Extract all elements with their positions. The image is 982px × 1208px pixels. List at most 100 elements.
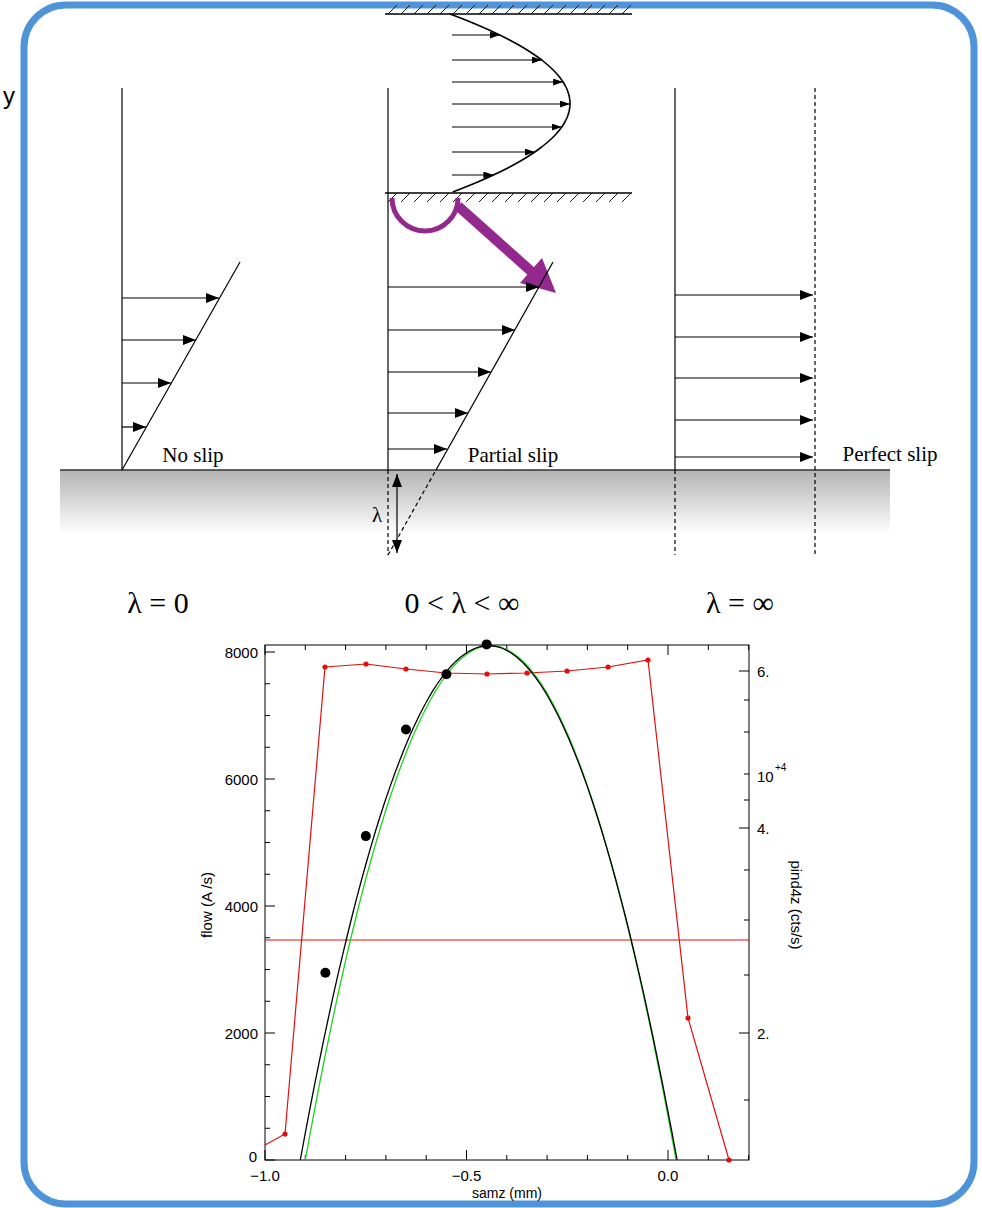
intensity-point — [484, 671, 489, 676]
fit-curve — [305, 646, 676, 1160]
flow-point — [441, 669, 451, 679]
channel-flow — [570, 5, 579, 14]
tick-label: 6000 — [225, 772, 258, 787]
wall-ground — [60, 470, 890, 534]
channel-flow — [518, 193, 527, 202]
slip-condition: λ = ∞ — [706, 588, 774, 618]
partial-slip-profile — [388, 448, 447, 449]
axis-tick — [744, 800, 749, 801]
flow-point — [482, 639, 492, 649]
channel-flow — [452, 60, 542, 61]
channel-flow — [570, 193, 579, 202]
perfect-slip-profile — [814, 88, 815, 555]
channel-flow — [466, 193, 475, 202]
channel-flow — [388, 5, 631, 202]
axis-tick — [265, 969, 270, 970]
channel-flow — [609, 5, 618, 14]
axis-tick — [265, 645, 749, 1160]
tick-label: 6. — [757, 664, 770, 679]
perfect-slip-profile — [675, 336, 813, 337]
flow-point — [401, 725, 411, 735]
channel-flow — [453, 5, 462, 14]
axis-tick — [748, 645, 749, 650]
axis-tick — [265, 715, 270, 716]
axis-tick — [744, 774, 749, 775]
axis-tick — [708, 645, 709, 650]
axis-tick — [265, 779, 275, 780]
axis-tick — [265, 1160, 275, 1161]
channel-flow — [583, 193, 592, 202]
intensity-point — [685, 1015, 690, 1020]
channel-flow — [388, 5, 397, 14]
channel-flow — [452, 104, 570, 105]
channel-flow — [596, 193, 605, 202]
wall-ground — [60, 470, 890, 534]
axis-tick — [426, 1155, 427, 1160]
axis-tick — [668, 645, 669, 655]
channel-flow — [466, 5, 475, 14]
slip-length-symbol: λ — [372, 505, 382, 526]
channel-flow — [557, 193, 566, 202]
axis-tick — [744, 920, 749, 921]
axis-tick — [265, 1128, 270, 1129]
no-slip-profile — [122, 426, 146, 427]
axis-tick — [547, 645, 548, 650]
tick-label: 4000 — [225, 899, 258, 914]
channel-flow — [492, 5, 501, 14]
channel-flow — [385, 13, 632, 14]
channel-flow — [544, 193, 553, 202]
channel-flow — [452, 127, 562, 128]
axis-tick — [739, 671, 749, 672]
perfect-slip-profile — [675, 294, 813, 295]
intensity-point — [605, 664, 610, 669]
channel-flow — [440, 5, 449, 14]
channel-flow — [452, 35, 500, 36]
axis-tick — [627, 645, 628, 650]
axis-tick — [265, 683, 270, 684]
channel-flow — [414, 5, 423, 14]
axis-tick — [265, 1001, 270, 1002]
flow-point — [320, 639, 491, 977]
wall-ground — [60, 469, 890, 471]
channel-flow — [452, 82, 563, 83]
axis-tick — [668, 1150, 669, 1160]
axis-tick — [385, 1155, 386, 1160]
axis-title: flow (A /s) — [199, 872, 214, 938]
channel-flow — [479, 193, 488, 202]
axis-tick — [265, 1096, 270, 1097]
zoom-indicator — [392, 198, 556, 293]
channel-flow — [479, 5, 488, 14]
channel-flow — [583, 5, 592, 14]
axis-tick — [345, 1155, 346, 1160]
axis-tick — [744, 732, 749, 733]
axis-tick — [265, 1150, 266, 1160]
axis-tick — [265, 906, 275, 907]
axis-tick — [265, 842, 270, 843]
intensity-point — [282, 657, 731, 1162]
partial-slip-profile — [388, 286, 539, 287]
intensity-point — [524, 670, 529, 675]
axis-tick — [265, 1033, 275, 1034]
axis-tick — [744, 870, 749, 871]
plot-frame — [265, 645, 749, 1160]
chart — [265, 639, 749, 1162]
axis-tick — [587, 645, 588, 650]
axis-tick — [547, 1155, 548, 1160]
tick-label: 0 — [249, 1149, 257, 1164]
axis-tick — [265, 1064, 270, 1065]
profile-label: Partial slip — [468, 445, 558, 466]
axis-tick — [739, 828, 749, 829]
channel-flow — [452, 175, 493, 176]
channel-flow — [427, 5, 436, 14]
channel-flow — [401, 5, 410, 14]
intensity-point — [363, 661, 368, 666]
tick-label: 10 — [757, 769, 774, 784]
axis-tick — [345, 645, 346, 650]
threshold-line — [265, 939, 749, 940]
axis-tick — [265, 645, 266, 655]
partial-slip-profile — [387, 470, 388, 555]
axis-tick — [265, 937, 270, 938]
channel-flow — [596, 5, 605, 14]
channel-flow — [385, 5, 632, 202]
